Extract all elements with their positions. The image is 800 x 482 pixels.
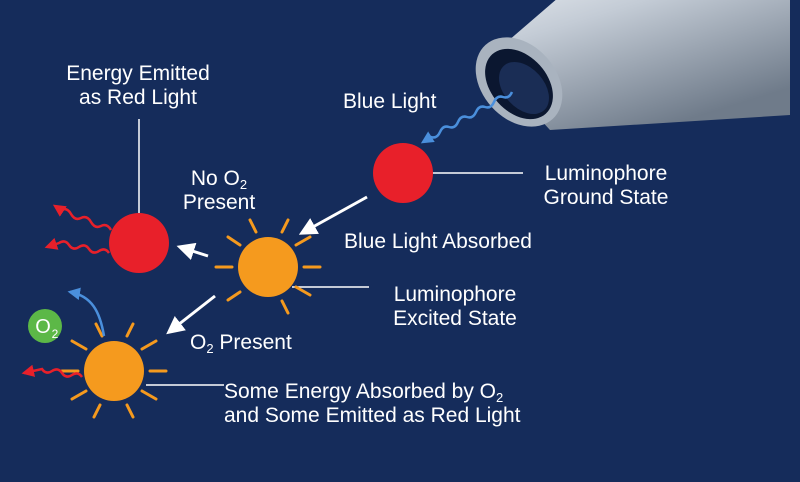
- excited-state-line1: Luminophore: [393, 283, 517, 306]
- ground-state-label: Luminophore Ground State: [524, 162, 688, 210]
- ground-state-molecule: [373, 143, 433, 203]
- no-o2-line1: No O2: [190, 167, 248, 192]
- blue-light-absorbed-label: Blue Light Absorbed: [344, 230, 532, 253]
- ground-state-line2: Ground State: [543, 186, 669, 209]
- wavy-red-light-icon: [21, 204, 113, 378]
- excited-state-line2: Excited State: [393, 307, 517, 330]
- svg-text:O: O: [35, 316, 51, 338]
- no-o2-label: No O2 Present: [162, 167, 276, 215]
- no-o2-line2: Present: [182, 191, 256, 214]
- some-energy-line2: and Some Emitted as Red Light: [224, 404, 521, 427]
- ground-state-line1: Luminophore: [544, 162, 668, 185]
- excited-state-label: Luminophore Excited State: [370, 283, 540, 331]
- emitted-state-molecule: [109, 213, 169, 273]
- energy-emitted-line1: Energy Emitted: [66, 62, 210, 85]
- leader-lines: [138, 119, 523, 386]
- transition-arrows: [166, 195, 368, 335]
- wavy-blue-light-icon: [420, 91, 514, 144]
- oxygen-molecule-icon: O 2: [28, 309, 62, 343]
- some-energy-line1: Some Energy Absorbed by O2: [224, 380, 504, 405]
- blue-light-label: Blue Light: [343, 90, 437, 113]
- some-energy-label: Some Energy Absorbed by O2 and Some Emit…: [224, 380, 521, 428]
- svg-text:2: 2: [52, 327, 59, 341]
- o2-present-label: O2 Present: [190, 331, 292, 356]
- fiber-probe-icon: [475, 0, 790, 130]
- quenched-state-molecule: [60, 322, 168, 419]
- excited-state-molecule: [214, 218, 322, 315]
- oxygen-transfer-arrow: [67, 287, 106, 337]
- energy-emitted-label: Energy Emitted as Red Light: [40, 62, 236, 110]
- energy-emitted-line2: as Red Light: [79, 86, 197, 109]
